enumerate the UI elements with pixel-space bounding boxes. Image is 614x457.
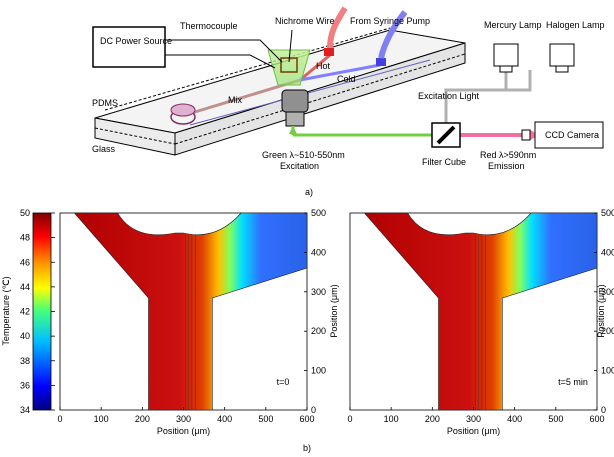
dc-power-source-box: [92, 26, 166, 68]
x-tick-label: 300: [466, 414, 481, 424]
excitation-light-label: Excitation Light: [418, 91, 480, 101]
y-tick-label: 300: [311, 287, 326, 297]
ccd-camera-box: [534, 121, 604, 149]
y-tick-label: 100: [601, 366, 614, 376]
y-tick-label: 0: [311, 405, 316, 415]
colorbar-ticks: 50 48 46 44 42 40 38 36 34: [20, 208, 55, 415]
x-axis-label: Position (μm): [157, 426, 210, 436]
colorbar-tick-label: 50: [20, 208, 30, 218]
red-label: Red λ>590nm: [480, 150, 536, 160]
mix-label: Mix: [228, 95, 242, 105]
y-tick-label: 200: [601, 326, 614, 336]
label-b: b): [303, 443, 311, 453]
colorbar-tick-label: 44: [20, 282, 30, 292]
y-tick-label: 500: [601, 208, 614, 218]
hot-label: Hot: [316, 61, 331, 71]
time-annotation: t=5 min: [558, 377, 588, 387]
y-tick-label: 400: [311, 247, 326, 257]
halogen-label: Halogen Lamp: [546, 20, 605, 30]
ccd-label: CCD Camera: [545, 130, 599, 140]
colorbar-tick-label: 46: [20, 257, 30, 267]
colorbar-title: Temperature (℃): [1, 276, 11, 345]
label-a: a): [305, 187, 313, 197]
time-annotation: t=0: [277, 377, 290, 387]
pdms-label: PDMS: [92, 98, 118, 108]
nichrome-label: Nichrome Wire: [275, 16, 335, 26]
position-y-axis: 500 400 300 200 100 0 500 400 300 200 100 0: [304, 208, 614, 415]
colorbar: [32, 212, 52, 411]
colorbar-tick-label: 36: [20, 380, 30, 390]
temperature-field: [73, 212, 308, 411]
colorbar-tick-label: 34: [20, 405, 30, 415]
y-tick-label: 300: [601, 287, 614, 297]
syringe-label: From Syringe Pump: [350, 16, 430, 26]
y-tick-label: 200: [311, 326, 326, 336]
schematic: [92, 6, 604, 156]
objective-lens: [281, 89, 309, 113]
x-tick-label: 600: [589, 414, 604, 424]
y-tick-label: 0: [601, 405, 606, 415]
x-tick-label: 500: [258, 414, 273, 424]
filter-cube-label: Filter Cube: [422, 157, 466, 167]
colorbar-tick-label: 40: [20, 331, 30, 341]
y-tick-label: 500: [311, 208, 326, 218]
green-label: Green λ~510-550nm: [262, 150, 345, 160]
colorbar-tick-label: 42: [20, 307, 30, 317]
x-tick-label: 200: [425, 414, 440, 424]
excitation-label: Excitation: [280, 161, 319, 171]
x-tick-label: 300: [176, 414, 191, 424]
colorbar-tick-label: 38: [20, 356, 30, 366]
dc-power-label-line1: DC Power Source: [100, 36, 172, 46]
mercury-lamp: [493, 43, 519, 67]
glass-label: Glass: [92, 144, 116, 154]
y-tick-label: 400: [601, 247, 614, 257]
x-tick-label: 500: [548, 414, 563, 424]
x-tick-label: 100: [384, 414, 399, 424]
cold-label: Cold: [337, 74, 356, 84]
mercury-label: Mercury Lamp: [484, 20, 542, 30]
y-tick-label: 100: [311, 366, 326, 376]
colorbar-tick-label: 48: [20, 233, 30, 243]
x-tick-label: 600: [299, 414, 314, 424]
x-tick-label: 0: [347, 414, 352, 424]
emission-label: Emission: [488, 161, 525, 171]
y-axis-label-right: Position (μm): [596, 284, 606, 337]
x-tick-label: 400: [217, 414, 232, 424]
halogen-lamp: [549, 43, 575, 67]
x-tick-label: 0: [57, 414, 62, 424]
x-tick-label: 200: [135, 414, 150, 424]
x-tick-label: 100: [94, 414, 109, 424]
x-tick-label: 400: [507, 414, 522, 424]
y-axis-label: Position (μm): [329, 284, 339, 337]
temperature-field: [363, 212, 598, 411]
x-axis-label: Position (μm): [447, 426, 500, 436]
thermocouple-label: Thermocouple: [180, 21, 238, 31]
